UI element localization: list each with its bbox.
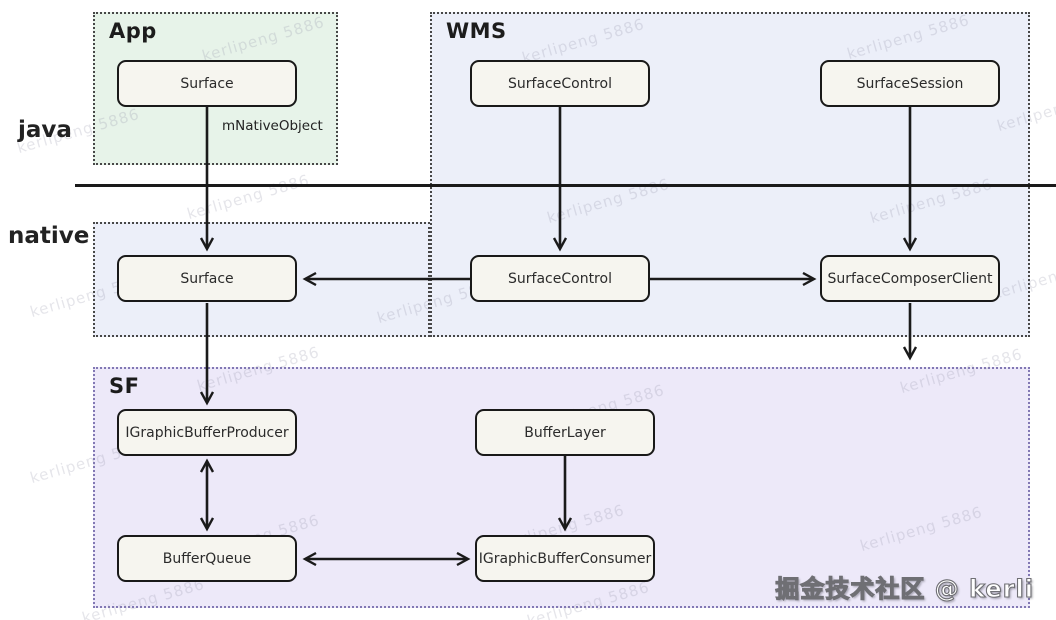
node-app-surface: Surface bbox=[117, 60, 297, 107]
node-native-surface: Surface bbox=[117, 255, 297, 302]
node-igraphicbufferconsumer: IGraphicBufferConsumer bbox=[475, 535, 655, 582]
group-app-title: App bbox=[109, 19, 157, 43]
layer-label-native: native bbox=[8, 223, 90, 249]
node-igraphicbufferproducer: IGraphicBufferProducer bbox=[117, 409, 297, 456]
m-native-object-label: mNativeObject bbox=[222, 118, 323, 134]
group-wms-title: WMS bbox=[446, 19, 507, 43]
watermark-text: kerlipeng 5886 bbox=[184, 170, 312, 224]
group-sf-title: SF bbox=[109, 374, 140, 398]
node-surfacecomposerclient: SurfaceComposerClient bbox=[820, 255, 1000, 302]
credit-text: 掘金技术社区 @ kerli bbox=[775, 574, 1034, 603]
node-bufferqueue: BufferQueue bbox=[117, 535, 297, 582]
node-native-surfacecontrol: SurfaceControl bbox=[470, 255, 650, 302]
node-wms-surfacesession: SurfaceSession bbox=[820, 60, 1000, 107]
node-bufferlayer: BufferLayer bbox=[475, 409, 655, 456]
layer-label-java: java bbox=[18, 117, 72, 143]
node-wms-surfacecontrol-java: SurfaceControl bbox=[470, 60, 650, 107]
java-native-divider-line bbox=[75, 184, 1056, 187]
